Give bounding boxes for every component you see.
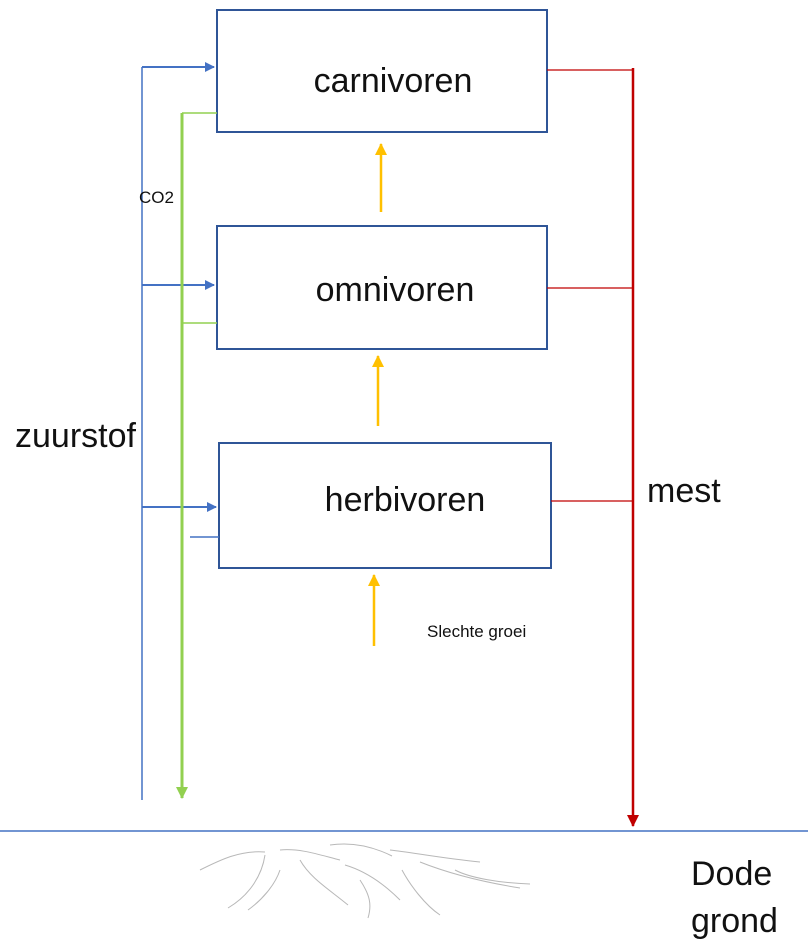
co2-label: CO2	[139, 188, 174, 207]
grond-label: grond	[691, 902, 778, 940]
slechte-groei-label: Slechte groei	[427, 622, 526, 641]
carnivoren-label: carnivoren	[314, 62, 473, 100]
herbivoren-box	[218, 442, 552, 569]
dode-label: Dode	[691, 855, 772, 893]
mest-label: mest	[647, 472, 721, 510]
herbivoren-label: herbivoren	[325, 481, 486, 519]
omnivoren-label: omnivoren	[316, 271, 475, 309]
omnivoren-box	[216, 225, 548, 350]
zuurstof-label: zuurstof	[15, 417, 136, 455]
roots-sketch	[199, 843, 531, 919]
carnivoren-box	[216, 9, 548, 133]
